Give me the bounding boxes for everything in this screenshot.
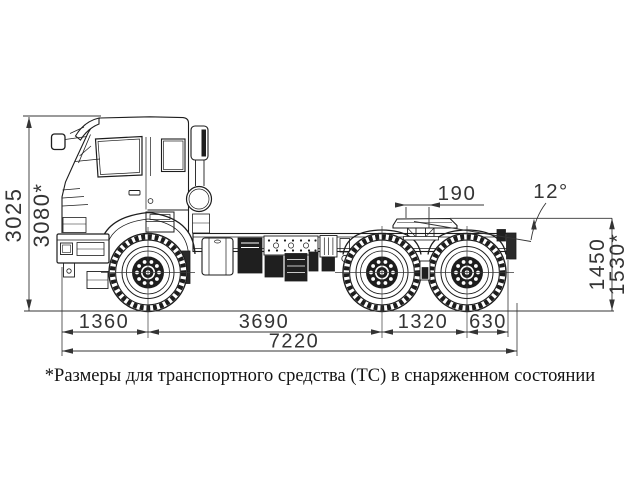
dim-overall-length: 7220 [62, 331, 517, 354]
bogie-suspension [419, 260, 431, 281]
door-window [94, 135, 143, 178]
overall-length-label: 7220 [269, 331, 320, 353]
door-handle [128, 190, 141, 196]
air-cleaner [185, 185, 213, 213]
headlamp-panel [62, 217, 87, 233]
side-mirror [50, 133, 66, 151]
rear-overhang-label: 630 [469, 311, 507, 333]
dim-ramp-angle: 12° [413, 180, 612, 242]
air-intake [185, 125, 213, 234]
bogie-base-label: 1320 [398, 311, 449, 333]
saddle-height-laden-label: 1530* [606, 233, 629, 295]
dim-fifth-wheel-lead: 190 [395, 182, 484, 228]
grille-lines [62, 188, 89, 207]
dim-row-axles: 1360 3690 1320 630 [62, 311, 508, 335]
dim-overall-height: 3025 3080* [1, 115, 101, 311]
fog-lamp [60, 242, 73, 255]
chassis-equipment [201, 235, 350, 282]
wheelbase-label: 3690 [239, 311, 290, 333]
gearbox [284, 253, 308, 282]
extension-lines [61, 260, 518, 356]
battery-box [237, 237, 263, 274]
fuel-tank [201, 237, 234, 276]
cab-step-box [145, 211, 175, 233]
overall-height-label: 3025 [1, 188, 26, 243]
front-overhang-label: 1360 [79, 311, 130, 333]
ramp-angle-label: 12° [533, 180, 569, 203]
tow-hook [63, 262, 75, 278]
wiper [79, 145, 92, 157]
fifth-wheel-lead-label: 190 [438, 182, 477, 205]
footnote: *Размеры для транспортного средства (ТС)… [44, 366, 596, 386]
truck-illustration [50, 116, 517, 338]
quarter-window [160, 138, 186, 173]
dim-saddle-height: 1450 1530* [586, 218, 629, 311]
saddle-height-label: 1450 [586, 238, 609, 291]
wheel-centerlines [101, 226, 514, 338]
front-bumper [56, 233, 110, 289]
dimension-annotations: 3025 3080* 190 12° 1450 1530* [1, 115, 629, 356]
cab [50, 116, 190, 233]
rear-mudflap [506, 232, 517, 260]
overall-height-laden-label: 3080* [29, 182, 54, 247]
